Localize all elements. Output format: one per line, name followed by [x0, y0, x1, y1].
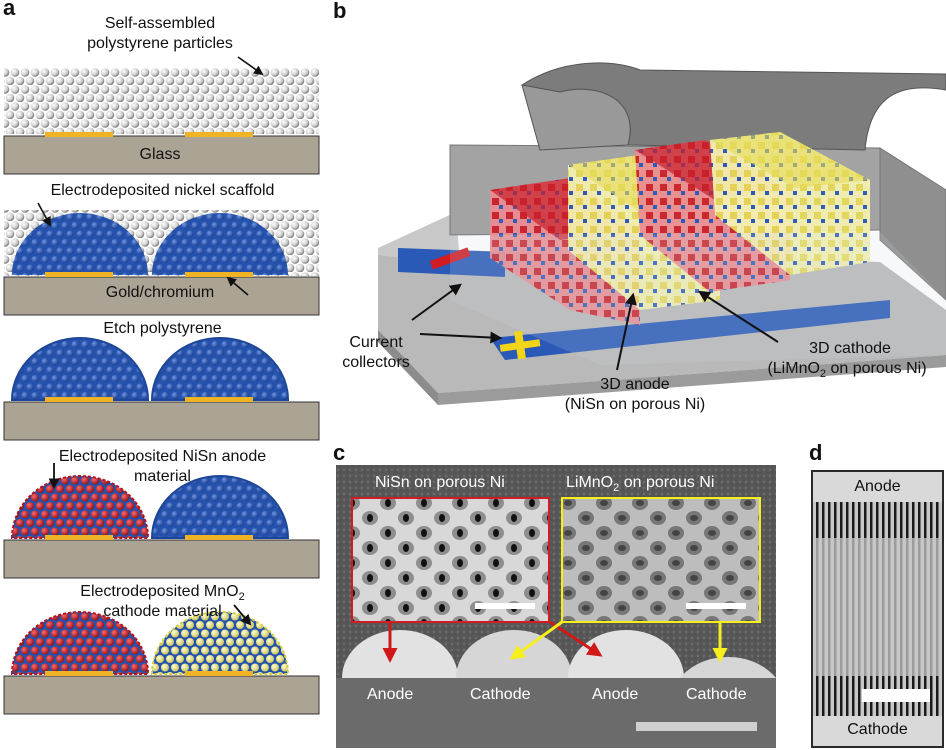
sem-label-cathode: Cathode — [686, 686, 747, 703]
step4-label-1: Electrodeposited NiSn anode — [58, 448, 267, 465]
cathode-label-2: (LiMnO2 on porous Ni) — [767, 360, 927, 381]
glass-substrate — [3, 135, 320, 175]
gold-pad — [45, 535, 113, 540]
cathode-block-2 — [710, 132, 870, 275]
gold-pad — [185, 535, 253, 540]
current-collector-trace — [490, 300, 890, 360]
gold-pad — [45, 397, 113, 402]
nickel-scaffold — [12, 213, 148, 275]
scale-bar — [686, 603, 746, 609]
panel-a-step2 — [3, 202, 320, 316]
step4-label-2: material — [134, 468, 191, 485]
arrow — [419, 331, 503, 344]
panel-label-c: c — [333, 440, 346, 465]
step1-label: Self-assembled polystyrene particles — [87, 15, 233, 52]
panel-a-step3 — [3, 337, 320, 441]
panel-d-sem — [811, 470, 944, 748]
gold-pad — [45, 132, 113, 137]
nisn-anode-dome — [10, 611, 150, 675]
arrow-yellow — [509, 620, 563, 660]
sem-dome-anode — [568, 630, 684, 678]
gold-label: Gold/chromium — [105, 284, 215, 301]
panel-label-a: a — [3, 0, 16, 20]
panel-a-step4 — [3, 463, 320, 579]
scale-bar — [862, 689, 930, 702]
stripes-top — [813, 502, 942, 538]
inset-limno2 — [561, 497, 761, 623]
current-collectors-label-1: Current — [349, 334, 403, 351]
nickel-scaffold — [150, 475, 290, 539]
anode-region — [813, 472, 942, 502]
gold-chromium-substrate — [3, 276, 320, 316]
step2-label: Electrodeposited nickel scaffold — [50, 182, 275, 199]
sem-label-anode: Anode — [592, 686, 639, 703]
anode-label-2: (NiSn on porous Ni) — [564, 396, 706, 413]
arrow — [226, 276, 249, 296]
arrow — [37, 202, 51, 227]
cathode-label-1: 3D cathode — [809, 340, 891, 357]
nickel-scaffold — [10, 337, 150, 401]
substrate — [3, 539, 320, 579]
panel-c-sem — [336, 465, 776, 748]
step3-label: Etch polystyrene — [103, 320, 222, 337]
anode-label-1: 3D anode — [600, 376, 670, 393]
scale-bar — [636, 722, 757, 731]
polystyrene-particles — [4, 68, 319, 134]
sem-dome-cathode — [680, 656, 776, 678]
gold-pad — [45, 272, 113, 277]
panel-b-battery-3d — [378, 62, 946, 405]
sem-label-anode: Anode — [367, 686, 414, 703]
sem-dome-anode — [342, 630, 458, 678]
panel-a-step1 — [3, 56, 320, 175]
mno2-cathode-dome — [150, 611, 290, 675]
panel-d-anode-label: Anode — [854, 478, 901, 495]
step5-label-1: Electrodeposited MnO2 — [80, 583, 245, 604]
panel-a-step5 — [3, 604, 320, 715]
base-slab-side — [378, 330, 438, 405]
step5-label-2: cathode material — [103, 603, 222, 620]
positive-terminal — [499, 330, 541, 360]
substrate — [3, 675, 320, 715]
arrow — [237, 56, 264, 76]
cathode-region — [813, 716, 942, 746]
panel-label-d: d — [809, 440, 823, 465]
gold-pad — [185, 397, 253, 402]
gold-pad — [185, 272, 253, 277]
inset-label-limno2: LiMnO2 on porous Ni — [566, 474, 715, 495]
glass-label: Glass — [139, 146, 181, 163]
panel-d-cathode-label: Cathode — [847, 721, 908, 738]
current-collectors-label-2: collectors — [342, 354, 410, 371]
inset-nisn — [351, 497, 550, 623]
base-slab-front — [438, 355, 946, 405]
sem-substrate — [336, 678, 776, 748]
gold-pad — [45, 671, 113, 676]
arrow — [411, 283, 462, 321]
arrow-red — [549, 620, 603, 657]
scale-bar — [475, 603, 535, 609]
arrow — [697, 290, 779, 343]
nisn-anode-dome — [10, 475, 150, 539]
curved-lid-inner — [521, 84, 631, 151]
negative-terminal — [429, 247, 471, 270]
nickel-scaffold — [152, 213, 288, 275]
sem-label-cathode: Cathode — [470, 686, 531, 703]
inset-label-nisn: NiSn on porous Ni — [375, 474, 505, 491]
nickel-scaffold — [150, 337, 290, 401]
panel-label-b: b — [333, 0, 347, 23]
arrow — [233, 604, 252, 626]
gold-pad — [185, 671, 253, 676]
substrate — [3, 401, 320, 441]
gold-pad — [185, 132, 253, 137]
arrow — [616, 292, 637, 371]
housing-side — [879, 147, 946, 301]
